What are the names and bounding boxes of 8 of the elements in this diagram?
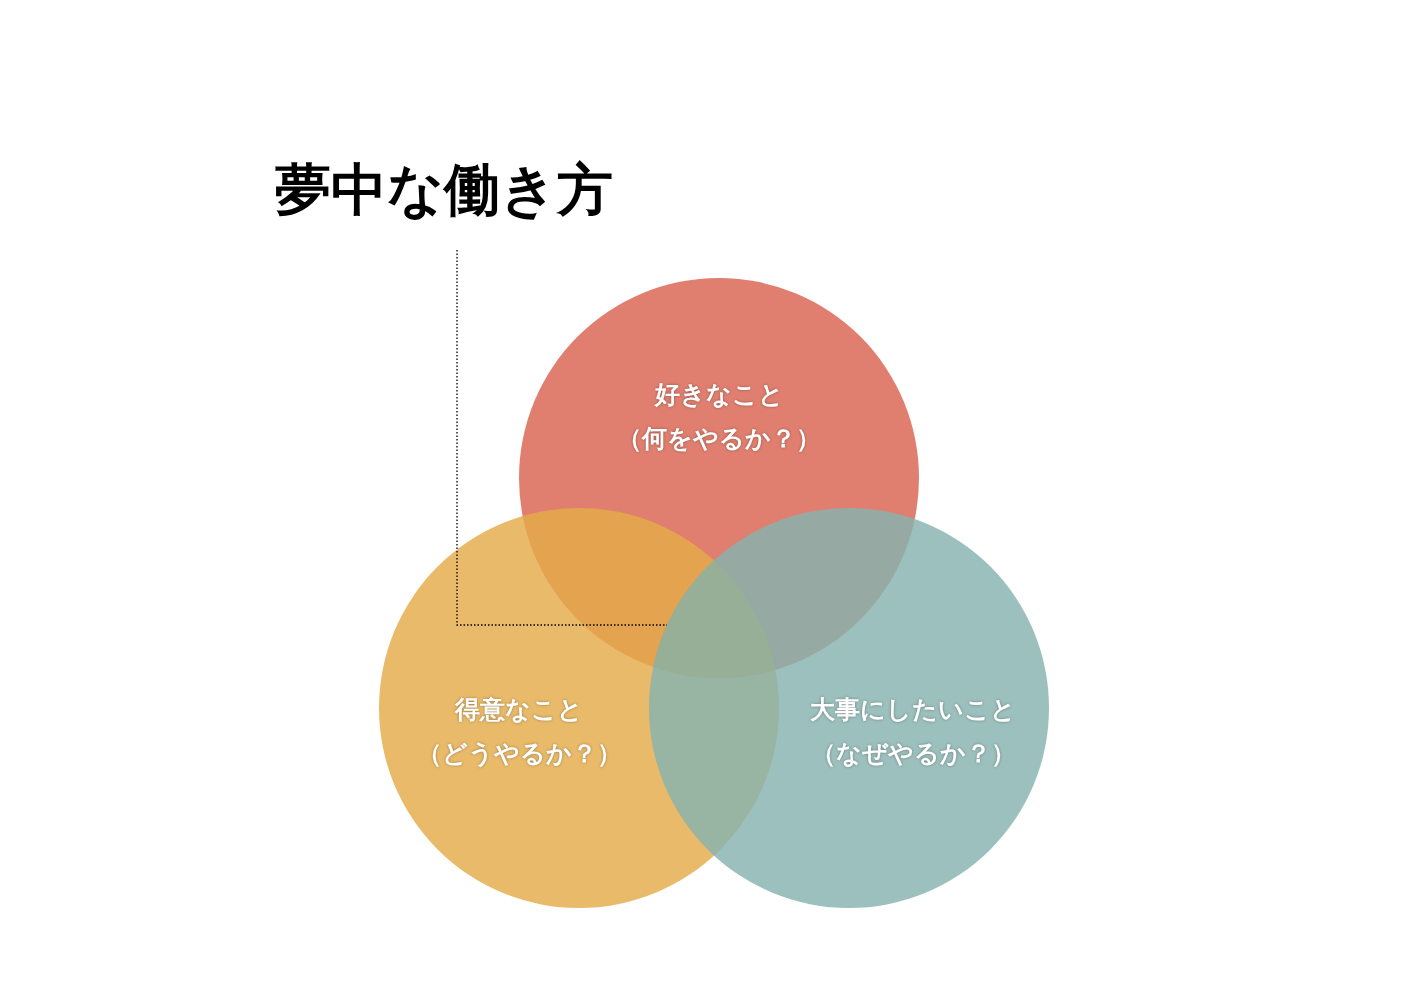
- title-heading: 夢中な働き方: [275, 155, 613, 225]
- circle-heading: 大事にしたいこと: [810, 694, 1016, 726]
- circle-heading: 得意なこと: [455, 694, 583, 726]
- circle-question: （何をやるか？）: [617, 423, 821, 455]
- circle-question: （なぜやるか？）: [810, 738, 1016, 770]
- circle-question: （どうやるか？）: [416, 738, 622, 770]
- circle-heading: 好きなこと: [654, 379, 784, 411]
- leader-line: [456, 249, 668, 626]
